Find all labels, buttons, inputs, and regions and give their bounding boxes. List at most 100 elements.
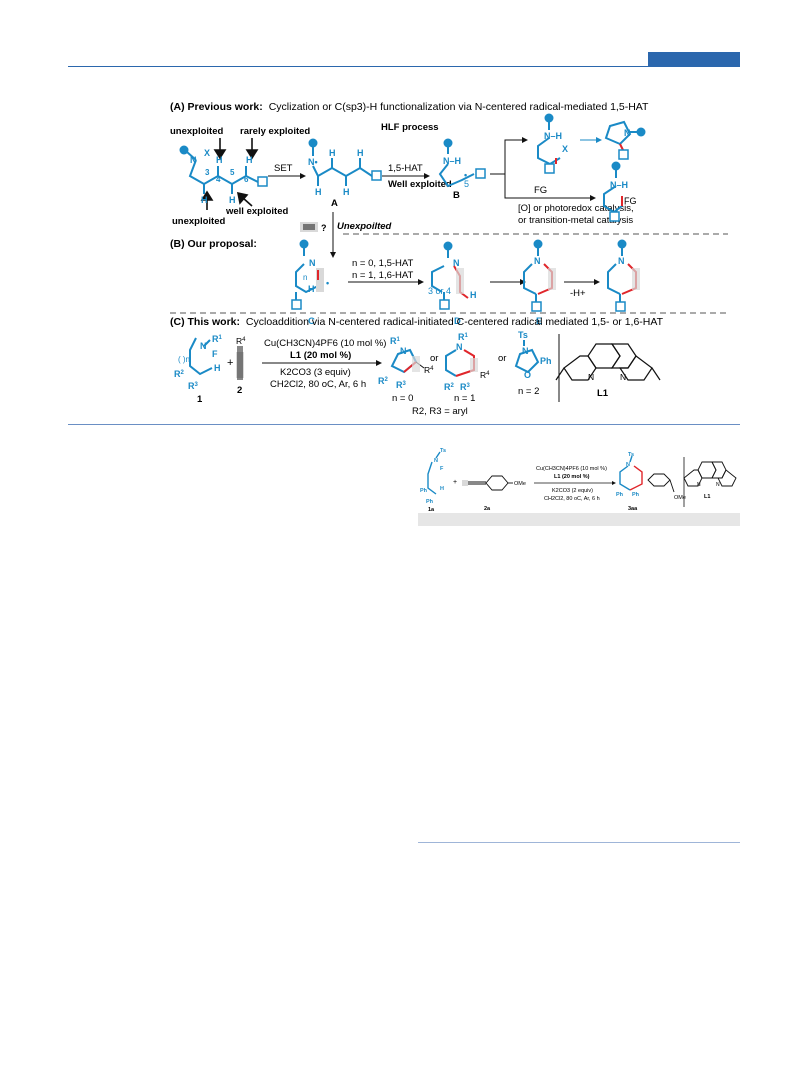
svg-text:N: N bbox=[200, 341, 207, 351]
label-cond-1: n = 0, 1,5-HAT bbox=[352, 258, 414, 269]
label-hlf: HLF process bbox=[381, 122, 439, 133]
svg-text:N: N bbox=[309, 258, 316, 268]
svg-text:?: ? bbox=[321, 223, 327, 233]
svg-text:N–H: N–H bbox=[610, 180, 628, 190]
svg-text:H: H bbox=[357, 148, 364, 158]
label-n0: n = 0 bbox=[392, 393, 413, 404]
label-minus-h: -H+ bbox=[570, 288, 586, 299]
svg-text:H: H bbox=[308, 284, 315, 294]
label-c: C bbox=[308, 316, 315, 327]
section-a-heading: (A) Previous work: Cyclization or C(sp3)… bbox=[170, 101, 649, 113]
label-rarely: rarely exploited bbox=[240, 126, 310, 137]
svg-text:F: F bbox=[212, 349, 218, 359]
label-b: B bbox=[453, 190, 460, 201]
reagent-2: L1 (20 mol %) bbox=[290, 350, 351, 361]
svg-text:N•: N• bbox=[308, 157, 318, 167]
svg-text:N: N bbox=[190, 155, 197, 165]
section-c-heading: (C) This work: Cycloaddition via N-cente… bbox=[170, 316, 664, 328]
header-bar bbox=[648, 52, 740, 66]
svg-text:H: H bbox=[329, 148, 336, 158]
svg-text:•: • bbox=[464, 170, 467, 180]
table-alkyne-2a bbox=[466, 475, 513, 491]
label-well: well exploited bbox=[225, 206, 288, 217]
label-well-exploited: Well exploited bbox=[388, 179, 452, 190]
svg-text:N–H: N–H bbox=[443, 156, 461, 166]
svg-text:H: H bbox=[470, 290, 477, 300]
svg-text:F: F bbox=[440, 466, 444, 472]
svg-text:H: H bbox=[214, 363, 221, 373]
svg-text:( )n: ( )n bbox=[178, 355, 190, 364]
svg-text:N: N bbox=[626, 462, 630, 468]
svg-text:5: 5 bbox=[464, 179, 469, 189]
table-l1-ligand bbox=[683, 461, 737, 487]
l1-ligand bbox=[555, 343, 661, 381]
reagent-3: K2CO3 (3 equiv) bbox=[280, 367, 351, 378]
svg-text:4: 4 bbox=[216, 175, 221, 184]
svg-text:•: • bbox=[326, 278, 329, 288]
svg-text:+: + bbox=[227, 357, 233, 369]
svg-text:R3: R3 bbox=[188, 381, 199, 391]
label-a: A bbox=[331, 198, 338, 209]
table-reagent-4: CH2Cl2, 80 oC, Ar, 6 h bbox=[544, 496, 600, 502]
svg-text:R1: R1 bbox=[212, 334, 223, 344]
table-ome-1: OMe bbox=[514, 481, 526, 487]
svg-text:Ph: Ph bbox=[632, 492, 640, 498]
ring-box-icon bbox=[371, 170, 382, 181]
label-e: E bbox=[536, 316, 542, 327]
svg-text:R2: R2 bbox=[378, 376, 389, 386]
svg-text:N: N bbox=[588, 372, 594, 382]
svg-text:H: H bbox=[229, 195, 236, 205]
radical-a bbox=[312, 146, 373, 186]
substrate-molecule bbox=[186, 151, 259, 194]
label-r2r3: R2, R3 = aryl bbox=[412, 406, 468, 417]
table-header-band bbox=[418, 513, 740, 526]
svg-text:6: 6 bbox=[244, 175, 249, 184]
table-reagent-1: Cu(CH3CN)4PF6 (10 mol %) bbox=[536, 466, 607, 472]
svg-text:R2: R2 bbox=[444, 382, 455, 392]
label-l1: L1 bbox=[597, 388, 609, 399]
section-b-heading: (B) Our proposal: bbox=[170, 238, 257, 250]
svg-text:H: H bbox=[315, 187, 322, 197]
label-substrate-1: 1 bbox=[197, 394, 203, 405]
label-unexploited-top: unexploited bbox=[170, 126, 224, 137]
svg-text:R4: R4 bbox=[236, 336, 246, 346]
label-n1: n = 1 bbox=[454, 393, 475, 404]
table-label-3aa: 3aa bbox=[628, 506, 638, 512]
table-reagent-2: L1 (20 mol %) bbox=[554, 474, 590, 480]
label-set: SET bbox=[274, 163, 293, 174]
label-3-or-4: 3 or 4 bbox=[428, 286, 451, 296]
svg-text:N–H: N–H bbox=[544, 131, 562, 141]
svg-text:N: N bbox=[400, 346, 407, 356]
label-fg-product: FG bbox=[624, 196, 637, 206]
table-bottom-rule bbox=[418, 842, 740, 843]
svg-text:N: N bbox=[522, 346, 529, 356]
svg-text:R4: R4 bbox=[424, 365, 434, 375]
reagent-4: CH2Cl2, 80 oC, Ar, 6 h bbox=[270, 379, 366, 390]
svg-text:N: N bbox=[620, 372, 626, 382]
svg-text:R3: R3 bbox=[460, 382, 471, 392]
table-label-1a: 1a bbox=[428, 507, 435, 513]
svg-text:N: N bbox=[434, 458, 438, 464]
radical-b-atoms: N–H•5 bbox=[443, 156, 469, 189]
svg-text:N: N bbox=[534, 256, 541, 266]
svg-text:N: N bbox=[697, 482, 701, 488]
svg-text:H: H bbox=[216, 155, 223, 165]
ring-box-icon bbox=[257, 176, 268, 187]
svg-text:N: N bbox=[456, 342, 463, 352]
svg-text:R4: R4 bbox=[480, 370, 490, 380]
table-product-3aa bbox=[619, 455, 633, 491]
svg-text:n: n bbox=[303, 273, 307, 282]
svg-text:X: X bbox=[204, 148, 210, 158]
label-catalysis-1: [O] or photoredox catalysis, bbox=[518, 203, 634, 214]
svg-text:N: N bbox=[624, 128, 631, 138]
svg-text:3: 3 bbox=[205, 168, 210, 177]
svg-text:Ts: Ts bbox=[628, 452, 634, 458]
header-rule bbox=[68, 66, 740, 67]
svg-text:H: H bbox=[440, 486, 444, 492]
svg-text:R1: R1 bbox=[458, 332, 469, 342]
reagent-1: Cu(CH3CN)4PF6 (10 mol %) bbox=[264, 338, 386, 349]
svg-text:Ph: Ph bbox=[420, 488, 428, 494]
